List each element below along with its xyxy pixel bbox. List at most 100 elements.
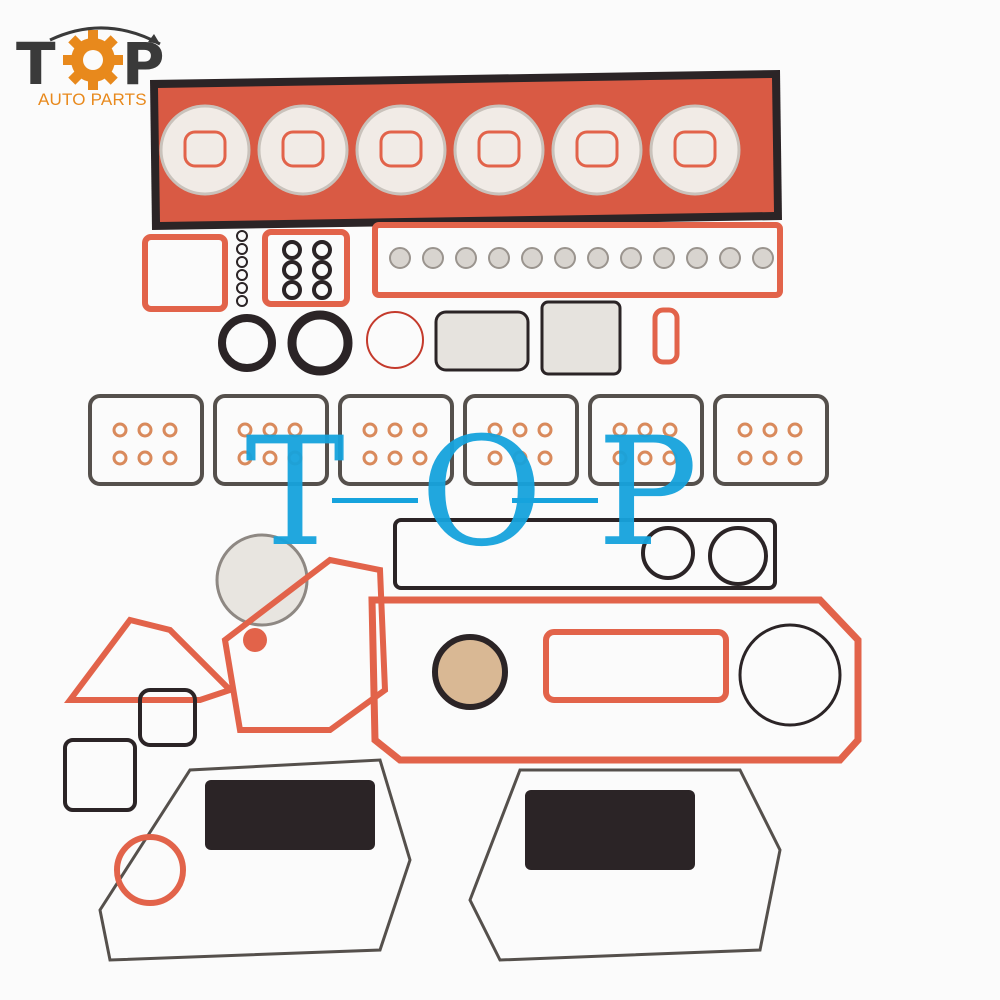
washer [237, 450, 253, 466]
o-ring [114, 834, 186, 906]
washer [737, 450, 753, 466]
washer [762, 450, 778, 466]
o-ring [236, 230, 248, 242]
o-ring [236, 256, 248, 268]
crank-seal [432, 634, 508, 710]
exhaust-gasket [434, 310, 530, 372]
washer [487, 450, 503, 466]
oil-pan-gasket [368, 596, 862, 764]
o-ring [282, 240, 302, 260]
valve-seal [752, 247, 774, 269]
bore-port [281, 130, 325, 168]
washer [662, 450, 678, 466]
watermark-dash [332, 498, 418, 503]
valve-seal [686, 247, 708, 269]
washer [237, 422, 253, 438]
washer [387, 450, 403, 466]
o-ring [312, 280, 332, 300]
square-gasket [262, 229, 350, 307]
o-ring [236, 282, 248, 294]
washer [287, 450, 303, 466]
bore-port [673, 130, 717, 168]
valve-seal [620, 247, 642, 269]
washer [612, 422, 628, 438]
valve-seal [488, 247, 510, 269]
o-ring [312, 240, 332, 260]
valve-seal [587, 247, 609, 269]
watermark-letter-t: T [245, 406, 346, 580]
rocker-gasket [713, 394, 829, 486]
washer [787, 422, 803, 438]
washer [637, 422, 653, 438]
o-ring [738, 623, 842, 727]
bore-port [575, 130, 619, 168]
washer [137, 450, 153, 466]
o-ring [641, 526, 695, 580]
bore-port [379, 130, 423, 168]
timing-cover-gasket [468, 768, 782, 962]
oil-pan-seal [393, 518, 777, 590]
cooler-gasket [543, 629, 729, 703]
washer [162, 422, 178, 438]
valve-seal [455, 247, 477, 269]
washer [112, 450, 128, 466]
rocker-gasket [88, 394, 204, 486]
brand-logo: T P AUTO PARTS [10, 22, 180, 122]
valve-seal [389, 247, 411, 269]
valve-seal [554, 247, 576, 269]
washer [362, 422, 378, 438]
svg-text:T: T [16, 30, 56, 92]
washer [162, 450, 178, 466]
logo-mark: T P [16, 26, 165, 92]
swoosh-arrow-icon [148, 34, 160, 44]
cylinder-bore [355, 104, 447, 196]
front-cover-gasket [221, 556, 389, 733]
valve-cover-gasket [372, 222, 783, 298]
valve-seal [422, 247, 444, 269]
o-ring [236, 269, 248, 281]
cylinder-bore [551, 104, 643, 196]
washer [787, 450, 803, 466]
washer [512, 422, 528, 438]
o-ring [236, 295, 248, 307]
washer [412, 422, 428, 438]
watermark-letter-p: P [597, 406, 698, 580]
rocker-gasket [588, 394, 704, 486]
washer [612, 450, 628, 466]
cylinder-bore [257, 104, 349, 196]
washer [243, 628, 267, 652]
washer [662, 422, 678, 438]
washer [387, 422, 403, 438]
washer [487, 422, 503, 438]
washer [112, 422, 128, 438]
turbo-gasket [540, 300, 622, 376]
crank-seal [287, 310, 353, 376]
o-ring [312, 260, 332, 280]
small-gasket [63, 738, 137, 812]
washer [137, 422, 153, 438]
valve-seal [653, 247, 675, 269]
o-ring [282, 280, 302, 300]
crank-seal [218, 314, 276, 372]
gear-icon [63, 30, 123, 90]
valve-seal [521, 247, 543, 269]
cylinder-bore [159, 104, 251, 196]
watermark-letter-o: O [420, 406, 543, 580]
cylinder-bore [453, 104, 545, 196]
washer [287, 422, 303, 438]
svg-text:P: P [122, 30, 165, 92]
valve-seal [719, 247, 741, 269]
washer [412, 450, 428, 466]
washer [537, 450, 553, 466]
timing-cover-gasket [98, 758, 412, 962]
bore-port [477, 130, 521, 168]
o-ring [236, 243, 248, 255]
watermark-dash [512, 498, 598, 503]
head-gasket [150, 70, 782, 230]
washer [262, 450, 278, 466]
washer [362, 450, 378, 466]
washer [637, 450, 653, 466]
bore-port [183, 130, 227, 168]
